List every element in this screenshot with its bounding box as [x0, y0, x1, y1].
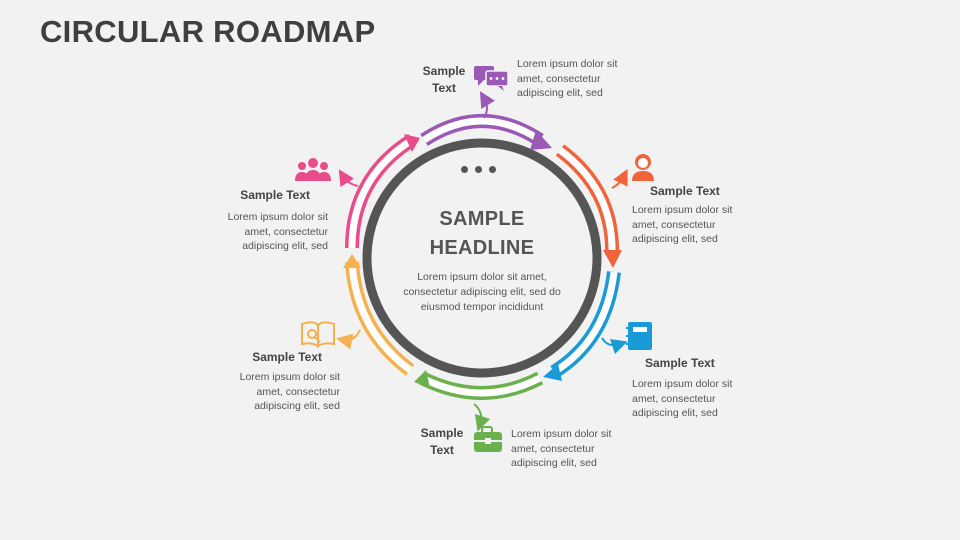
segment-upper-left	[345, 134, 420, 249]
segment-lower-left	[343, 254, 415, 376]
center-headline: SAMPLE HEADLINE	[380, 205, 584, 263]
segment-top	[420, 114, 552, 150]
headline-line-1: SAMPLE	[439, 208, 525, 230]
segment-lower-right	[543, 271, 621, 381]
label-line: Text	[430, 443, 454, 457]
stage-lower-right-body: Lorem ipsum dolor sit amet, consectetur …	[632, 378, 733, 419]
arrow-top	[479, 91, 495, 119]
center-body: Lorem ipsum dolor sit amet, consectetur …	[403, 271, 561, 313]
briefcase-icon	[474, 426, 502, 452]
chat-icon	[474, 66, 509, 91]
notebook-icon	[626, 322, 652, 350]
segment-upper-right	[555, 144, 622, 268]
stage-bottom-body: Lorem ipsum dolor sit amet, consectetur …	[511, 428, 612, 469]
label-line: Sample	[422, 64, 466, 78]
person-icon	[632, 154, 654, 181]
stage-bottom-label: Sample Text	[410, 425, 474, 459]
headline-line-2: HEADLINE	[429, 237, 535, 259]
label-line: Text	[432, 81, 456, 95]
stage-upper-right-label: Sample Text	[650, 184, 720, 198]
stage-upper-left-body: Lorem ipsum dolor sit amet, consectetur …	[227, 211, 328, 252]
stage-lower-left-body: Lorem ipsum dolor sit amet, consectetur …	[239, 371, 340, 412]
stage-lower-left-label: Sample Text	[252, 350, 322, 364]
arrow-upper-right	[611, 168, 628, 189]
center-ring	[362, 138, 602, 378]
stage-upper-left-label: Sample Text	[240, 188, 310, 202]
label-line: Sample	[420, 426, 464, 440]
stage-upper-right-body: Lorem ipsum dolor sit amet, consectetur …	[632, 204, 733, 245]
arrow-lower-left	[336, 329, 361, 350]
arrow-lower-right	[601, 337, 628, 355]
team-icon	[295, 158, 331, 181]
stage-top-body: Lorem ipsum dolor sit amet, consectetur …	[517, 58, 618, 99]
arrow-upper-left	[338, 169, 359, 188]
arrow-bottom	[473, 403, 491, 432]
page-title: CIRCULAR ROADMAP	[40, 14, 376, 49]
book-icon	[301, 321, 335, 348]
stage-lower-right-label: Sample Text	[645, 356, 715, 370]
segment-bottom	[414, 370, 544, 400]
more-dots	[461, 166, 503, 173]
stage-top-label: Sample Text	[412, 63, 476, 97]
